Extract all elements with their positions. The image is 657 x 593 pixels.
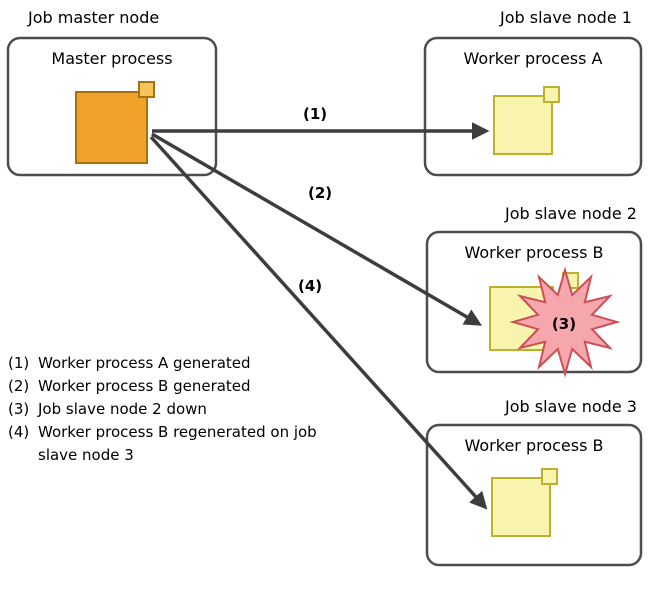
- legend: (1) Worker process A generated (2) Worke…: [8, 352, 358, 467]
- legend-item-3-number: (3): [8, 400, 30, 418]
- master-process-icon-badge: [138, 81, 155, 98]
- failure-burst-label: (3): [552, 315, 576, 333]
- worker-process-a-icon: [493, 95, 553, 155]
- legend-item-4-text-line-2: slave node 3: [38, 446, 134, 464]
- legend-item-4-text: Worker process B regenerated on job: [38, 423, 317, 441]
- worker-process-a-label: Worker process A: [463, 49, 603, 68]
- slave-node-1-title: Job slave node 1: [500, 8, 632, 27]
- arrow-4: [149, 135, 488, 510]
- legend-item-2-text: Worker process B generated: [38, 377, 251, 395]
- arrow-2-label: (2): [308, 184, 333, 202]
- worker-process-b2-label: Worker process B: [464, 243, 604, 262]
- worker-process-a-icon-badge: [543, 86, 560, 103]
- worker-process-b3-label: Worker process B: [464, 436, 604, 455]
- legend-item-2: (2) Worker process B generated: [8, 375, 358, 398]
- worker-process-b3-icon-badge: [541, 468, 558, 485]
- legend-item-1-text: Worker process A generated: [38, 354, 251, 372]
- legend-item-4-number: (4): [8, 423, 30, 441]
- master-process-icon: [75, 91, 148, 164]
- master-process-label: Master process: [51, 49, 173, 68]
- legend-item-2-number: (2): [8, 377, 30, 395]
- master-node-title: Job master node: [28, 8, 160, 27]
- slave-node-3-title: Job slave node 3: [505, 397, 637, 416]
- legend-item-3: (3) Job slave node 2 down: [8, 398, 358, 421]
- legend-item-1: (1) Worker process A generated: [8, 352, 358, 375]
- slave-node-2-title: Job slave node 2: [505, 204, 637, 223]
- worker-process-b3-icon: [491, 477, 551, 537]
- legend-item-4: (4) Worker process B regenerated on job …: [8, 421, 358, 467]
- legend-item-3-text: Job slave node 2 down: [38, 400, 207, 418]
- arrow-2: [151, 132, 483, 326]
- failure-burst-icon: [509, 266, 621, 378]
- legend-item-1-number: (1): [8, 354, 30, 372]
- arrow-1-label: (1): [303, 105, 328, 123]
- arrow-4-label: (4): [298, 277, 323, 295]
